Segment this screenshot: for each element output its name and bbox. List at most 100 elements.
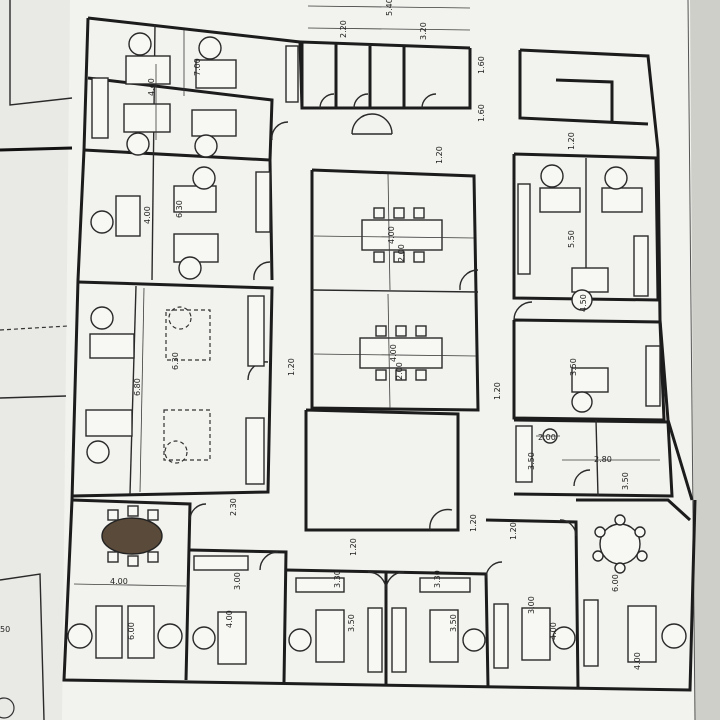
s3-dim-330: 3.30 [333,570,342,588]
meeting-door-1 [459,269,479,291]
nw-chair-3 [126,132,150,156]
sw-desk-2 [127,605,155,659]
east-cabinet-1 [517,183,531,275]
nw-desk-2 [195,59,237,89]
outer-wall-east [519,48,694,501]
west-dim-680: 6.80 [133,378,142,396]
meeting-partition [311,289,479,293]
se-round-chairs [592,514,648,574]
corridor-dim-4: 1.20 [469,514,478,532]
s3-shelf [367,607,383,673]
left-sheet-dash-1 [0,325,69,331]
se-small-room-walls [513,418,674,498]
se-dim-600: 6.00 [611,574,620,592]
south-door-1 [189,503,207,521]
s4-shelf [391,607,407,673]
south-door-4 [385,571,405,591]
left-sheet-line-1 [0,146,73,152]
s3-dim-350: 3.50 [347,614,356,632]
east-dim-550: 5.50 [567,230,576,248]
top-dim-320: 3.20 [419,22,428,40]
nw-top-office [87,76,274,161]
se-dim-280: 2.80 [594,455,612,464]
s4-desk [429,609,459,663]
meeting1-len: 4.00 [387,226,396,244]
west-dim-line-680 [139,287,145,493]
meeting-door-2 [429,508,453,531]
sw-chair-1 [67,623,93,649]
south-office-6-walls [576,498,692,522]
south-door-6 [559,519,577,537]
corridor-dim-1: 1.20 [435,146,444,164]
toilet-door-3 [421,93,437,109]
sw-dim-600: 6.00 [127,622,136,640]
west-cabinet-2 [245,417,265,485]
meeting-axis-4 [387,293,391,409]
nw-desk-5 [173,185,217,213]
s4-cabinet [419,577,471,593]
east-dim-350: 3.50 [569,358,578,376]
s3-desk [315,609,345,663]
left-sheet-corner [0,573,45,720]
meeting2-width: 2.00 [395,362,404,380]
corner-circle-mark [0,697,15,719]
se-round-table [599,523,641,565]
meeting2-len: 4.00 [389,344,398,362]
sw-desk-1 [95,605,123,659]
se-dim-400: 4.00 [633,652,642,670]
s2-dim-400: 4.00 [225,610,234,628]
south-office-5-walls [485,518,580,689]
corridor-dim-3: 1.20 [493,382,502,400]
nw-dim-630: 6.30 [175,200,184,218]
meeting-table-2 [359,337,443,369]
corridor-dim-5: 1.20 [349,538,358,556]
ne-alcove [555,78,614,122]
s2-cabinet [193,555,249,571]
s3-chair [288,628,312,652]
west-chair-1 [90,306,114,330]
se-chair [661,623,687,649]
se-dim-350b: 3.50 [621,472,630,490]
west-desk-2 [85,409,133,437]
nw-dim-700: 7.00 [193,58,202,76]
nw-desk-7 [173,233,219,263]
s4-dim-350: 3.50 [449,614,458,632]
east-dim-450: 4.50 [579,294,588,312]
central-meeting-walls [310,168,480,412]
se-small-partition [595,419,599,497]
nw-desk-1 [125,55,171,85]
sw-dim-line-400 [73,583,187,587]
left-paper-sheet [0,0,75,720]
east-desk-2 [601,187,643,213]
west-dim-230: 2.30 [229,498,238,516]
s2-dim-300: 3.00 [233,572,242,590]
south-office-2-walls [189,548,288,683]
se-dim-350a: 3.50 [527,452,536,470]
s4-chair [462,628,486,652]
s2-desk [217,611,247,665]
meeting-chairs-2 [375,325,427,381]
nw-chair-4 [194,134,218,158]
nw-cabinet-1 [91,77,109,139]
top-dim-line-540 [307,5,471,9]
s5-dim-300: 3.00 [527,596,536,614]
meeting-chairs-1 [373,207,425,263]
nw-desk-4 [191,109,237,137]
nw-dim-440: 4.40 [147,78,156,96]
s5-shelf [493,603,509,669]
nw-door-1 [271,121,289,141]
meeting-axis-3 [387,173,391,291]
nw-door-2 [253,261,271,281]
meeting-axis-2 [313,353,477,357]
s5-desk [521,607,551,661]
ne-room-wall [518,50,649,126]
toilet-door-1 [319,93,335,109]
west-partition [129,285,137,495]
west-desk-1 [89,333,135,359]
nw-chair-2 [198,36,222,60]
toilet-dim-160a: 1.60 [477,56,486,74]
east-chair-2 [604,166,628,190]
nw-dim-400: 4.00 [143,206,152,224]
